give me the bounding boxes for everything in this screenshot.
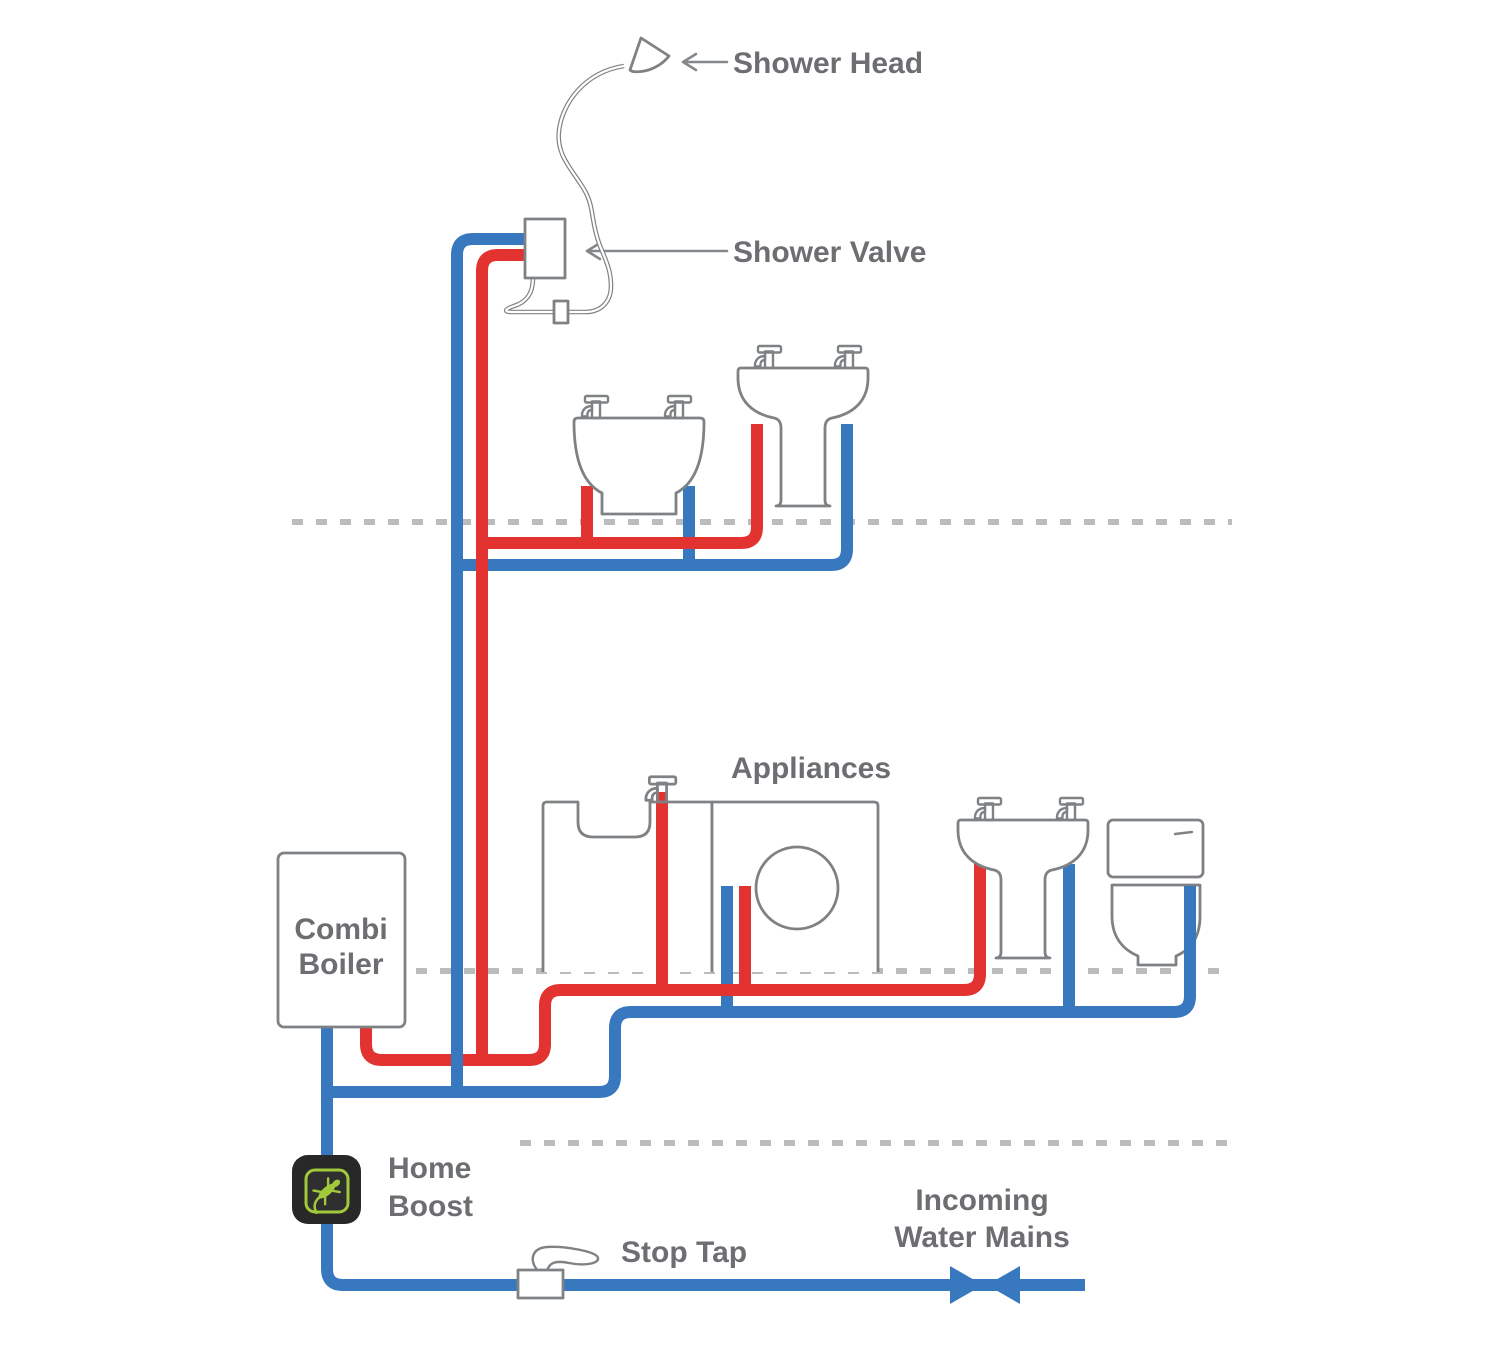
hot-ground-pipes xyxy=(360,792,986,1066)
stop-tap-label: Stop Tap xyxy=(621,1236,747,1269)
tap-icon xyxy=(973,796,1003,822)
tap-icon xyxy=(753,344,783,370)
home-boost-label-line1: Home xyxy=(388,1152,471,1185)
hot-shower-riser-pipe xyxy=(476,249,526,1060)
cold-ground-run-pipe xyxy=(327,886,1196,1098)
home-boost-device-icon xyxy=(292,1155,361,1224)
washing-machine-drum-icon xyxy=(754,845,840,931)
shower-head-label: Shower Head xyxy=(733,47,923,80)
home-boost-label-line2: Boost xyxy=(388,1190,473,1223)
combi-boiler-label-line2: Boiler xyxy=(298,948,383,981)
bidet-icon xyxy=(572,416,706,516)
tap-icon xyxy=(833,344,863,370)
stop-tap-body-icon xyxy=(516,1268,565,1300)
fixtures-under-pipes xyxy=(541,800,1202,972)
gate-valve-left-wedge xyxy=(950,1266,983,1304)
cold-main-pipes xyxy=(321,233,1196,1291)
floor-lines xyxy=(292,519,1232,1146)
cold-bathroom-branch-pipe xyxy=(457,424,853,571)
shower-head-arrow-icon xyxy=(681,52,729,72)
toilet-cistern-icon xyxy=(1106,818,1205,879)
cold-mains-riser-pipe xyxy=(321,1027,1085,1291)
incoming-mains-label-line1: Incoming xyxy=(915,1184,1048,1217)
cold-shower-riser-pipe xyxy=(451,233,526,1098)
kitchen-sink-icon xyxy=(541,800,714,972)
tap-icon xyxy=(1055,796,1085,822)
annotation-arrows xyxy=(585,52,729,261)
tap-icon xyxy=(580,394,610,420)
shower-valve-label: Shower Valve xyxy=(733,236,926,269)
appliances-label: Appliances xyxy=(731,752,891,785)
hot-ground-main-pipe xyxy=(360,862,986,1066)
fixtures-over-pipes xyxy=(276,344,1205,1029)
shower-hose-inner xyxy=(505,64,625,314)
labels: Shower Head Shower Valve Appliances Comb… xyxy=(294,47,1069,1269)
stop-tap-handle-icon xyxy=(531,1245,600,1273)
gate-valve-icon xyxy=(950,1266,1020,1304)
shower-assembly xyxy=(503,36,671,325)
hot-riser-pipes xyxy=(476,249,763,1060)
gate-valve-right-wedge xyxy=(987,1266,1020,1304)
hose-fitting-icon xyxy=(552,299,570,325)
toilet-bowl-icon xyxy=(1110,883,1202,967)
combi-boiler-label-line1: Combi xyxy=(294,913,387,946)
stop-tap-icon xyxy=(516,1245,600,1300)
shower-head-icon xyxy=(628,36,671,74)
cistern-button-icon xyxy=(1173,830,1194,836)
lizard-icon xyxy=(312,1177,341,1215)
tap-icon xyxy=(663,394,693,420)
hot-bathroom-branch-pipe xyxy=(482,424,763,549)
combi-boiler-box xyxy=(276,851,407,1029)
incoming-mains-label-line2: Water Mains xyxy=(894,1221,1070,1254)
shower-valve-icon xyxy=(523,217,567,280)
shower-valve-arrow-icon xyxy=(585,241,729,261)
